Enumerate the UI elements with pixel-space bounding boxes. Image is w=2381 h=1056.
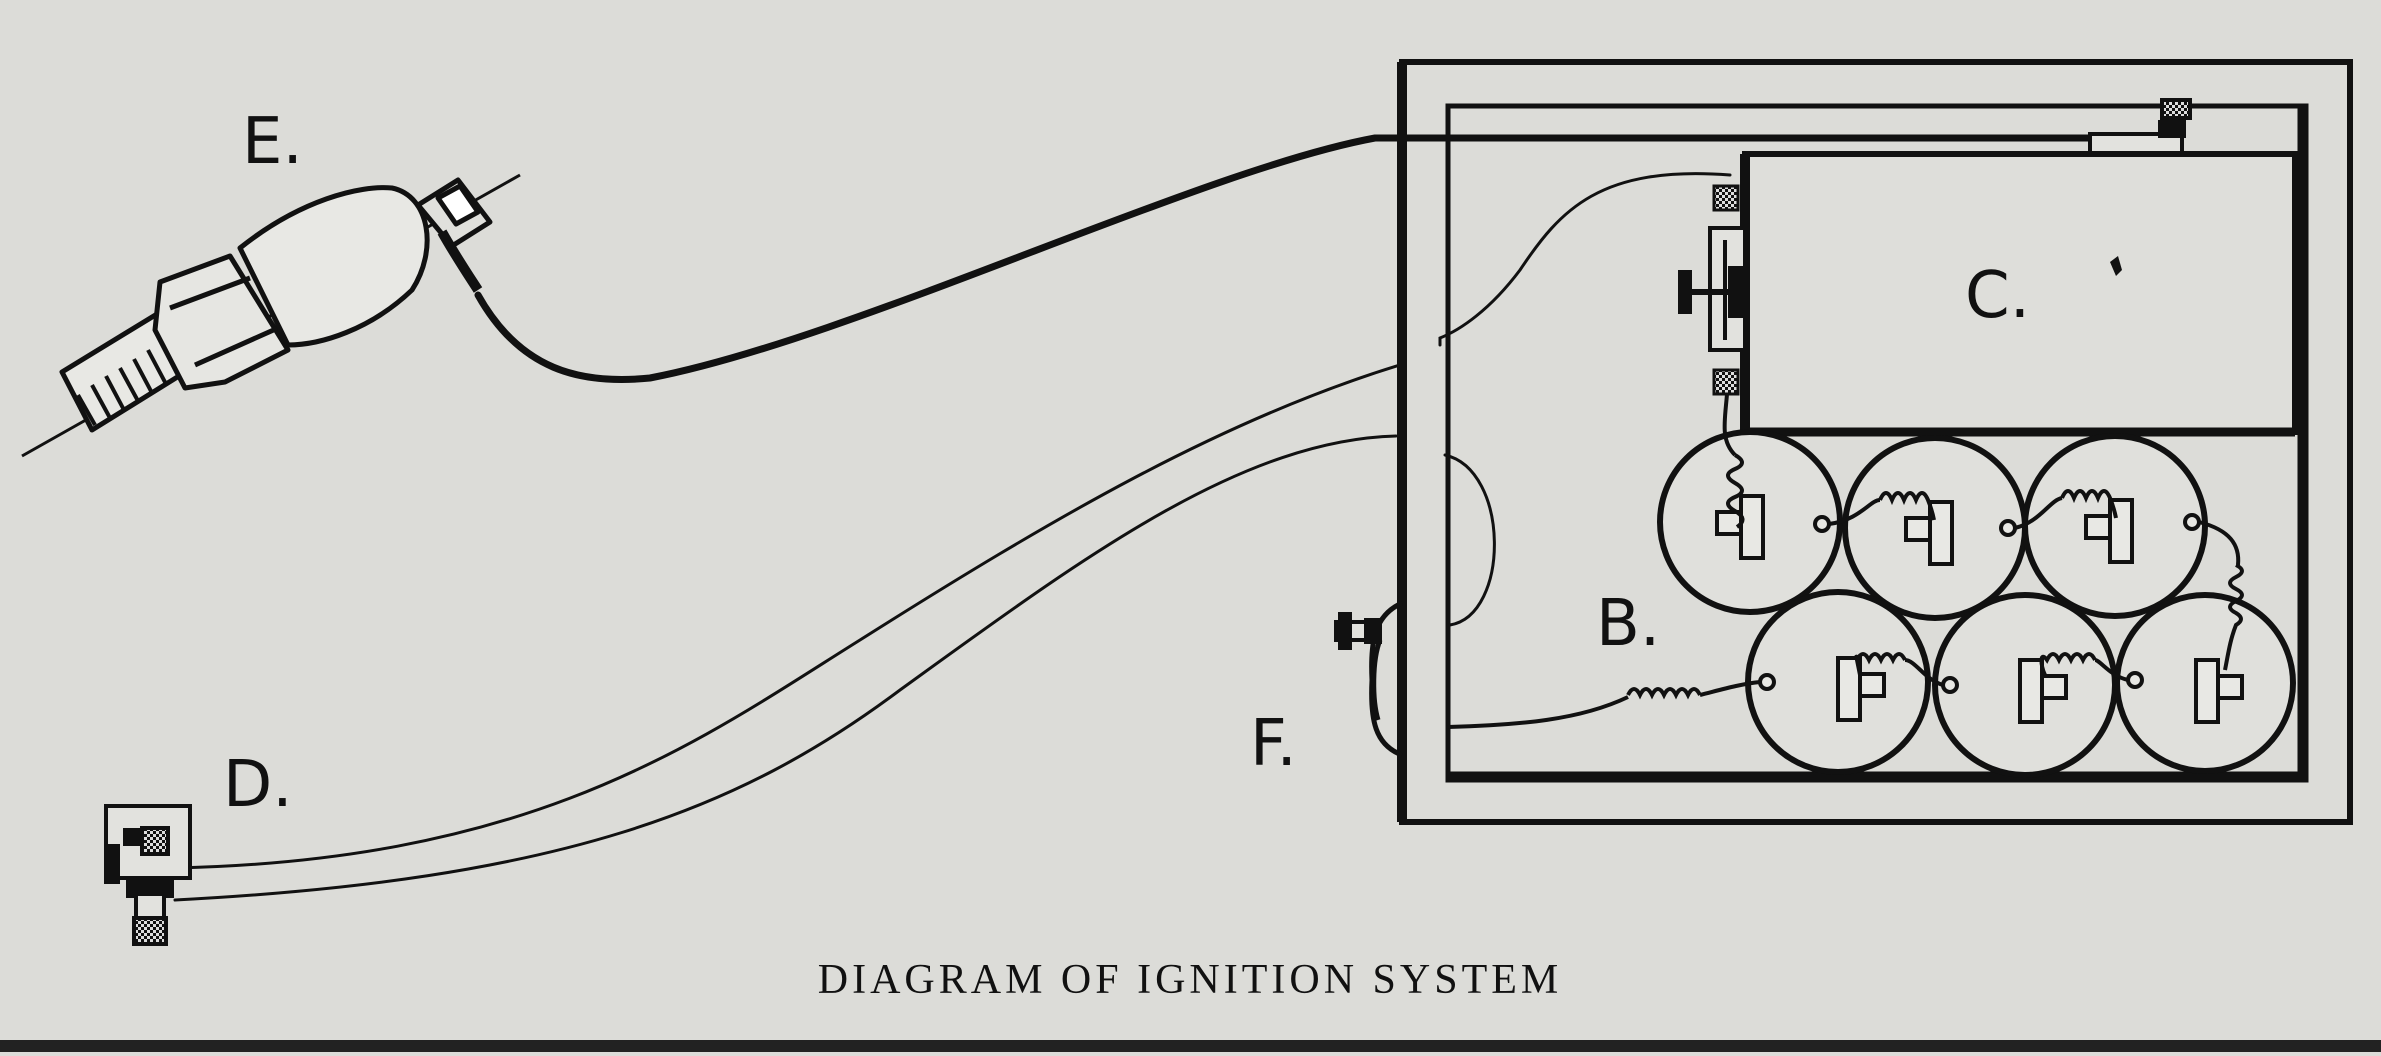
battery-cell bbox=[2022, 433, 2208, 619]
battery-wiring bbox=[1447, 393, 2244, 729]
label-switch-contact: D. bbox=[223, 748, 293, 822]
wire-coil-to-box bbox=[1438, 172, 1732, 347]
coil bbox=[1678, 151, 2298, 437]
battery-cell bbox=[1657, 429, 1843, 615]
battery-cell bbox=[1842, 435, 2028, 621]
switch bbox=[1334, 600, 1404, 758]
coil-body bbox=[1742, 151, 2298, 435]
coil-vibrator bbox=[1678, 226, 1747, 352]
switch-contact bbox=[104, 804, 192, 946]
battery-cell bbox=[2114, 592, 2296, 774]
coil-terminal-top bbox=[1712, 184, 1740, 212]
wire-cable-lower bbox=[173, 434, 1398, 902]
battery-cell bbox=[1932, 592, 2118, 778]
diagram-labels: E. C. B. D. F. bbox=[223, 105, 2030, 822]
battery-cells bbox=[1657, 429, 2296, 778]
spark-plug-hex-nut bbox=[152, 253, 291, 391]
spark-plug bbox=[21, 173, 521, 458]
wire-spark-plug-to-coil bbox=[474, 134, 2094, 384]
diagram-caption: DIAGRAM OF IGNITION SYSTEM bbox=[818, 957, 1563, 1003]
label-coil: C. bbox=[1965, 259, 2030, 333]
label-switch: F. bbox=[1250, 707, 1297, 781]
wire-loop bbox=[1443, 453, 1496, 627]
battery-box bbox=[1397, 59, 2353, 825]
battery-cell bbox=[1745, 589, 1931, 775]
bottom-edge bbox=[0, 1040, 2381, 1052]
coil-terminal-bottom bbox=[1712, 368, 1740, 396]
spark-plug-terminal bbox=[415, 177, 493, 293]
spark-plug-insulator bbox=[237, 185, 430, 348]
wiring bbox=[173, 134, 2094, 902]
top-terminal bbox=[2088, 98, 2192, 158]
wire-cable-upper bbox=[173, 363, 1402, 870]
label-spark-plug: E. bbox=[242, 105, 303, 179]
label-batteries: B. bbox=[1596, 587, 1660, 661]
